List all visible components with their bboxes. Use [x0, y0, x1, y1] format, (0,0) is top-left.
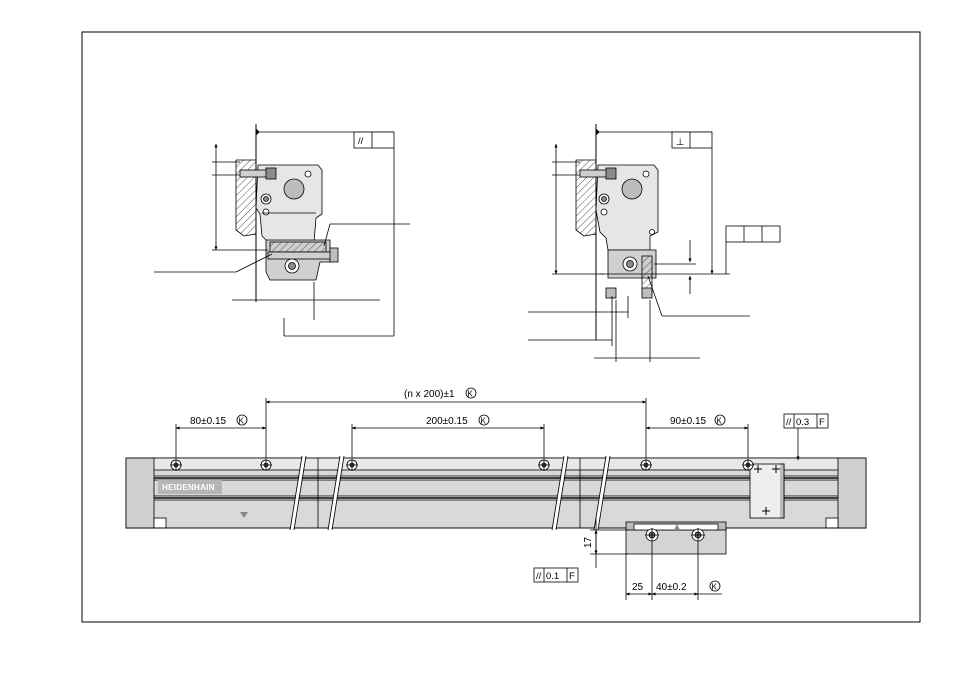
tolerance-frame-scale: // 0.3 F [783, 413, 829, 429]
left-edge-pitch-label: 80±0.15 [190, 416, 227, 427]
parallel-symbol: // [786, 417, 792, 428]
break-line-icon [290, 455, 610, 531]
circled-k-icon: K [714, 414, 726, 426]
right-cross-section [528, 124, 781, 362]
offset-25-label: 25 [632, 582, 644, 593]
overall-pitch-label: (n x 200)±1 [404, 389, 455, 400]
left-section-wall-hatch [235, 159, 257, 237]
brand-plate [158, 480, 222, 494]
parallel-symbol: // [536, 571, 542, 582]
center-mark-icon [754, 465, 780, 515]
brand-label: HEIDENHAIN [162, 483, 215, 492]
circled-k-icon: K [478, 414, 490, 426]
svg-text:K: K [712, 583, 718, 592]
parallel-symbol: // [358, 136, 364, 147]
right-edge-pitch-label: 90±0.15 [670, 416, 707, 427]
middle-pitch-label: 200±0.15 [426, 416, 468, 427]
perpendicular-symbol: ⊥ [676, 137, 684, 148]
svg-text:K: K [468, 390, 474, 399]
mounting-hole-icon [170, 459, 754, 542]
reader-parallelism-value: 0.1 [546, 571, 559, 582]
circled-k-icon: K [709, 580, 721, 592]
right-section-wall-hatch [575, 159, 597, 237]
drawing-frame [81, 31, 921, 623]
tolerance-frame-reader: // 0.1 F [533, 567, 579, 583]
reader-dimensions [590, 428, 800, 600]
svg-text:K: K [717, 417, 723, 426]
circled-k-icon: K [465, 387, 477, 399]
scale-parallelism-datum: F [819, 417, 825, 428]
mounting-block [749, 463, 785, 519]
height-17-label: 17 [583, 536, 594, 548]
svg-text:K: K [481, 417, 487, 426]
scale-front-view [125, 398, 867, 555]
reader-parallelism-datum: F [569, 571, 575, 582]
svg-text:K: K [239, 417, 245, 426]
left-cross-section [154, 124, 410, 337]
reader-pitch-label: 40±0.2 [656, 582, 687, 593]
right-reader-body [595, 164, 659, 251]
reader-head [625, 527, 727, 555]
scale-end-cap-left [125, 457, 155, 529]
scale-end-cap-right [837, 457, 867, 529]
circled-k-icon: K [236, 414, 248, 426]
scale-parallelism-value: 0.3 [796, 417, 809, 428]
